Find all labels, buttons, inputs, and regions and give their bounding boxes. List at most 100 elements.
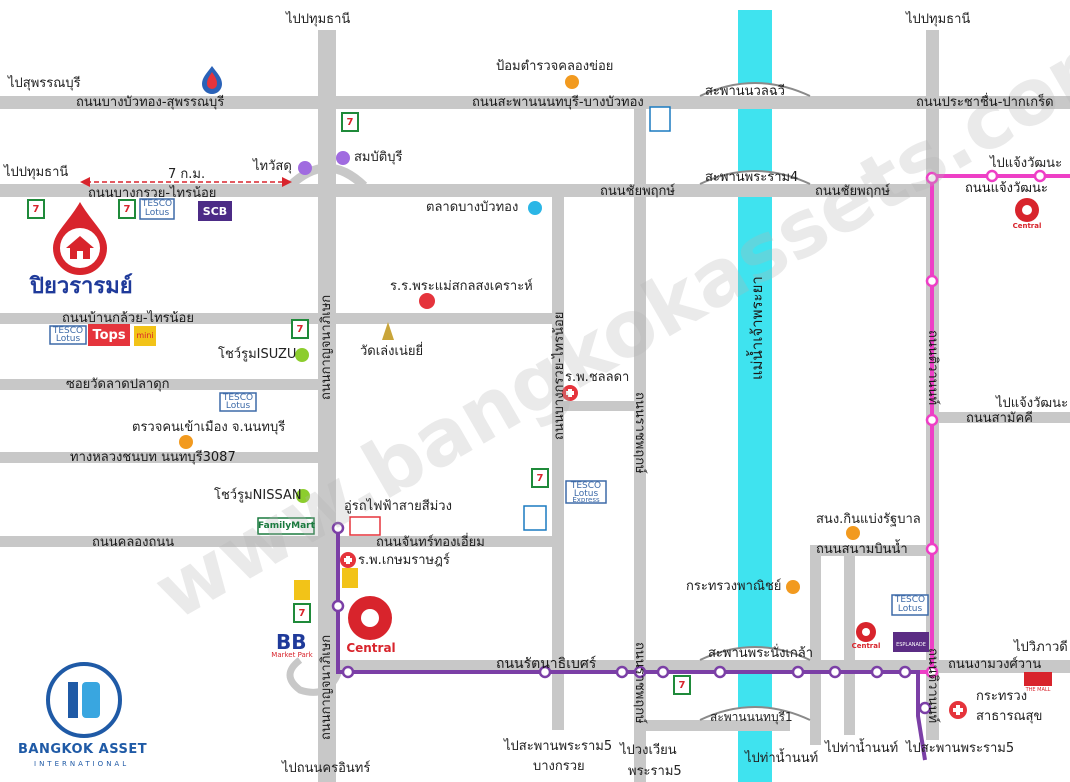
pink-line — [918, 169, 1070, 679]
themall-logo-icon — [1024, 672, 1052, 686]
direction-label: ไปวิภาวดี — [1014, 640, 1068, 655]
project-marker-icon — [50, 197, 110, 277]
bridge-label: สะพานพระนั่งเกล้า — [708, 646, 814, 661]
bangchak-logo-icon — [649, 106, 671, 132]
brand-logo-icon — [46, 662, 122, 738]
purple-line — [331, 521, 932, 761]
lotus-label: Lotus — [225, 401, 251, 411]
seven-label: 7 — [32, 204, 40, 215]
place-label: กระทรวง — [976, 689, 1028, 704]
seven-label: 7 — [123, 204, 131, 215]
themall-label: THE MALL — [1025, 687, 1051, 693]
bangchak-logo-icon — [523, 505, 547, 531]
place-label: ร.ร.พระแม่สกลสงเคราะห์ — [390, 279, 533, 294]
place-label: สนง.กินแบ่งรัฐบาล — [816, 512, 921, 527]
road-label: ทางหลวงชนบท นนทบุรี3087 — [70, 450, 236, 465]
gas-station-icon — [202, 66, 222, 94]
distance-label: 7 ก.ม. — [168, 167, 206, 182]
lotus-label: Lotus — [144, 208, 170, 218]
road-label: ถนนบ้านกล้วย-ไทรน้อย — [62, 311, 194, 326]
place-label: กระทรวงพาณิชย์ — [686, 579, 782, 594]
direction-label: ไปสะพานพระราม5 — [906, 741, 1015, 756]
bridge-label: สะพานนวลฉวี — [705, 84, 785, 99]
hospital-icons — [340, 385, 967, 719]
place-label: ไทวัสดุ — [253, 159, 292, 174]
temple-icon — [382, 322, 394, 340]
tesco-label: TESCO — [222, 393, 254, 403]
place-label: ตรวจคนเข้าเมือง จ.นนทบุรี — [132, 420, 286, 435]
road-label: ถนนติวานนท์ — [925, 330, 940, 406]
place-label: วัดเล่งเน่ยยี่ — [360, 344, 424, 359]
direction-label: ไปแจ้งวัฒนะ — [990, 156, 1063, 171]
central-label: Central — [1012, 222, 1042, 230]
direction-label: ไปปทุมธานี — [906, 12, 971, 27]
project-title: ปิยวรารมย์ — [30, 274, 133, 299]
bridge-label: สะพานนนทบุรี1 — [710, 710, 793, 724]
tesco-label: TESCO — [894, 595, 926, 605]
seven-label: 7 — [536, 473, 544, 484]
seven-label: 7 — [296, 324, 304, 335]
place-label: ป้อมตำรวจคลองข่อย — [496, 59, 614, 74]
metro-logo-icon — [349, 516, 381, 536]
brand-sub: INTERNATIONAL — [34, 760, 130, 768]
central-label: Central — [851, 642, 881, 650]
direction-label: ไปปทุมธานี — [286, 12, 351, 27]
tesco-label: TESCO — [141, 199, 173, 209]
place-label: โชว์รูมISUZU — [218, 347, 297, 362]
direction-label: ไปถนนครอินทร์ — [282, 761, 371, 776]
direction-label: ไปท่าน้ำนนท์ — [745, 751, 819, 766]
road-label: ถนนราชพฤกษ์ — [632, 642, 647, 724]
place-label: ร.พ.เกษมราษฎร์ — [358, 553, 450, 568]
lotus-label: Lotus — [897, 604, 923, 614]
place-label: โชว์รูมNISSAN — [214, 488, 302, 503]
place-label: สาธารณสุข — [976, 709, 1043, 724]
familymart-label: FamilyMart — [258, 521, 315, 531]
mini-logo-icon — [134, 326, 156, 346]
place-label: อู่รถไฟฟ้าสายสีม่วง — [344, 499, 452, 514]
direction-label: ไปสุพรรณบุรี — [8, 76, 81, 91]
road-label: ถนนจันทร์ทองเอี่ยม — [376, 535, 485, 550]
horizontal-roads — [0, 96, 1070, 731]
road-label: ถนนประชาชื่น-ปากเกร็ด — [916, 95, 1054, 110]
scb-logo-icon — [198, 201, 232, 221]
river-label: แม่น้ำเจ้าพระยา — [748, 276, 766, 380]
road-label: ถนนรัตนาธิเบศร์ — [496, 656, 597, 672]
road-label: ถนนกาญจนาภิเษก — [319, 634, 334, 740]
direction-label: ไปแจ้งวัฒนะ — [996, 396, 1069, 411]
bridge-label: สะพานพระราม4 — [705, 170, 799, 185]
esplanade-logo-icon — [893, 632, 929, 652]
road-label: ถนนคลองถนน — [92, 535, 175, 550]
road-label: ถนนงามวงศ์วาน — [948, 657, 1042, 672]
place-label: สมบัติบุรี — [354, 150, 403, 165]
tops-logo-icon — [88, 324, 130, 346]
road-label: ถนนสะพานนนทบุรี-บางบัวทอง — [472, 95, 644, 110]
mini-logo-icon — [294, 580, 310, 600]
poi-dots — [179, 75, 860, 594]
bb-sub-label: Market Park — [271, 651, 313, 659]
tesco-label: TESCO — [570, 481, 602, 491]
direction-label: ไปสะพานพระราม5 — [504, 739, 613, 754]
direction-label: บางกรวย — [533, 759, 585, 774]
bridges — [699, 82, 811, 721]
distance-arrow — [80, 177, 292, 187]
road-label: ถนนสามัคคี — [966, 411, 1033, 426]
direction-label: พระราม5 — [628, 764, 682, 779]
road-label: ถนนติวานนท์ — [925, 648, 940, 724]
familymart-logo-icon — [257, 517, 315, 535]
brand-name: BANGKOK ASSET — [18, 742, 148, 757]
esplanade-label: ESPLANADE — [896, 642, 926, 648]
seven-label: 7 — [298, 608, 306, 619]
place-label: ร.พ.ชลลดา — [565, 370, 630, 385]
seven-label: 7 — [678, 680, 686, 691]
place-label: ตลาดบางบัวทอง — [426, 200, 519, 215]
express-label: Express — [572, 496, 600, 504]
tesco-lotus-icon — [49, 198, 929, 616]
road-label: ถนนชัยพฤกษ์ — [600, 184, 675, 199]
seven-eleven-icon — [27, 112, 691, 695]
direction-label: ไปวงเวียน — [620, 743, 677, 758]
road-label: ถนนแจ้งวัฒนะ — [965, 181, 1048, 196]
scb-label: SCB — [202, 205, 228, 218]
tops-label: Tops — [92, 328, 126, 343]
